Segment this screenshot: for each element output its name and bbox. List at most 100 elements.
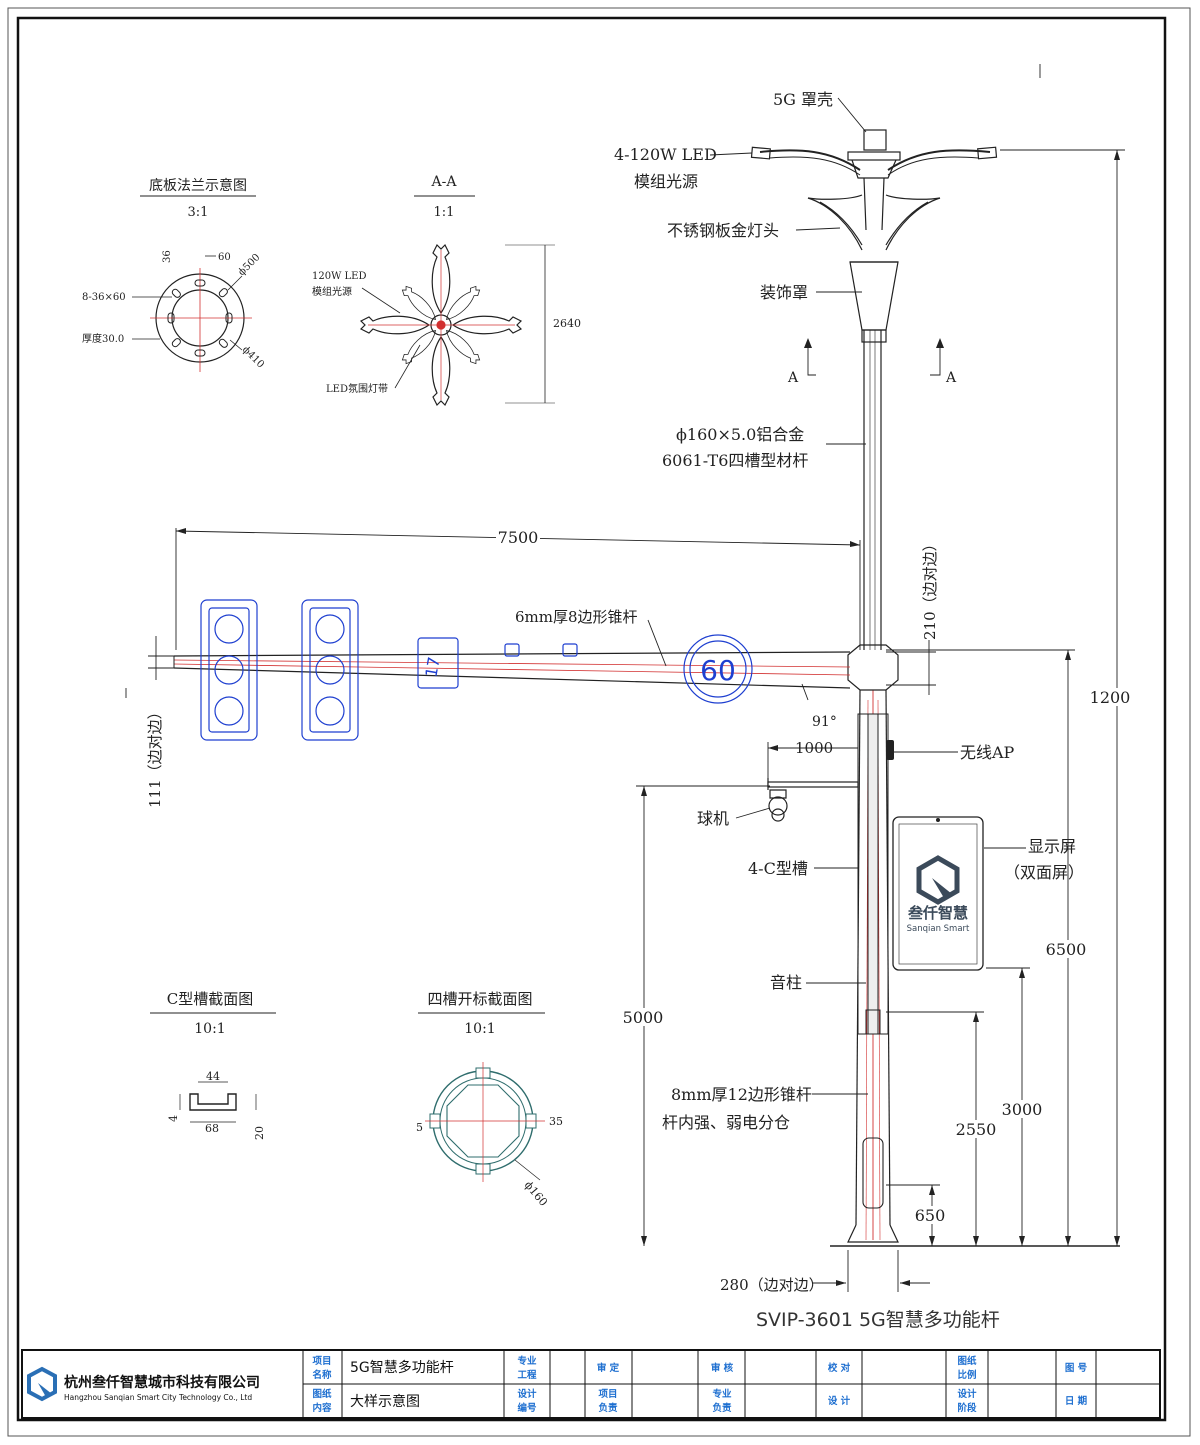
label-display-1: 显示屏	[1028, 837, 1076, 856]
proof-label: 校 对	[828, 1362, 851, 1374]
label-c-slot: 4-C型槽	[748, 859, 808, 878]
display-screen: 叁仟智慧 Sanqian Smart	[892, 816, 984, 971]
ratio-label-2: 比例	[957, 1369, 976, 1381]
label-12000: 1200	[1090, 688, 1131, 707]
company-name-cn: 杭州叁仟智慧城市科技有限公司	[64, 1374, 260, 1391]
company-logo-icon	[27, 1366, 57, 1402]
cslot-44: 44	[206, 1070, 220, 1083]
c-slot-detail: C型槽截面图 10:1 44 68 4 20	[150, 990, 276, 1140]
label-shell: 5G 罩壳	[773, 90, 833, 109]
label-6500: 6500	[1046, 940, 1087, 959]
label-led-1: 4-120W LED	[614, 145, 717, 164]
project-label-1: 项目	[312, 1356, 331, 1367]
cslot-title: C型槽截面图	[167, 990, 253, 1008]
wifi-ap	[886, 740, 958, 760]
mast-arm: 17 60	[173, 599, 851, 741]
project-label-2: 名称	[312, 1369, 332, 1381]
fourslot-5: 5	[416, 1121, 423, 1134]
flange-d500: ϕ500	[236, 252, 262, 278]
cslot-20: 20	[253, 1126, 266, 1140]
ratio-label-1: 图纸	[957, 1355, 977, 1367]
label-base-width: 280（边对边）	[720, 1276, 824, 1294]
design-no-label-1: 设计	[517, 1388, 537, 1400]
proj-resp-label-1: 项目	[598, 1389, 617, 1400]
aa-led2: 模组光源	[312, 285, 352, 298]
stage-label-1: 设计	[957, 1388, 977, 1400]
aa-led: 120W LED	[312, 271, 367, 282]
dome-camera	[767, 778, 859, 822]
label-deco-cover: 装饰罩	[760, 283, 808, 302]
label-led-2: 模组光源	[634, 172, 698, 191]
cslot-scale: 10:1	[194, 1021, 225, 1037]
label-3000: 3000	[1002, 1100, 1043, 1119]
fourslot-title: 四槽开标截面图	[427, 990, 532, 1008]
inner-border	[16, 16, 1167, 1422]
cslot-68: 68	[205, 1122, 219, 1135]
aa-title: A-A	[431, 174, 458, 190]
outer-border	[7, 7, 1191, 1437]
label-lamp-head: 不锈钢板金灯头	[667, 221, 779, 240]
company-name-en: Hangzhou Sanqian Smart City Technology C…	[64, 1393, 252, 1402]
speed-sign-value: 60	[700, 654, 736, 687]
aa-scale: 1:1	[434, 205, 455, 220]
screen-logo-icon	[916, 855, 960, 905]
proj-resp-label-2: 负责	[598, 1402, 618, 1414]
four-slot-detail: 四槽开标截面图 10:1 5 35 ϕ160	[416, 990, 563, 1209]
label-arm: 6mm厚8边形锥杆	[515, 608, 638, 626]
dimension-arrows	[176, 150, 1120, 1286]
lamp-head	[750, 129, 998, 343]
date-label: 日 期	[1065, 1395, 1087, 1407]
label-a-left: A	[787, 370, 799, 386]
flange-60: 60	[218, 252, 231, 263]
aa-strip: LED氛围灯带	[326, 382, 388, 395]
flange-d410: ϕ410	[240, 344, 266, 370]
flange-detail: 底板法兰示意图 3:1 36 60 8-36×60 厚度30.0 ϕ500 ϕ4…	[82, 177, 266, 372]
major-label-1: 专业	[517, 1355, 537, 1367]
label-7500: 7500	[498, 528, 539, 547]
design-no-label-2: 编号	[517, 1402, 537, 1414]
major-resp-label-2: 负责	[712, 1402, 732, 1414]
screen-logo-cn: 叁仟智慧	[907, 904, 968, 922]
label-wifi: 无线AP	[960, 743, 1015, 762]
label-speaker: 音柱	[770, 973, 802, 992]
flange-title: 底板法兰示意图	[149, 177, 247, 194]
major-resp-label-1: 专业	[712, 1388, 732, 1400]
label-a-right: A	[945, 370, 957, 386]
label-1000: 1000	[795, 739, 833, 757]
title-block: 杭州叁仟智慧城市科技有限公司 Hangzhou Sanqian Smart Ci…	[21, 1349, 1161, 1419]
fourslot-scale: 10:1	[464, 1021, 495, 1037]
flange-scale: 3:1	[188, 205, 209, 220]
fourslot-d160: ϕ160	[522, 1179, 550, 1209]
cslot-4: 4	[167, 1115, 180, 1122]
drawing-label-2: 内容	[312, 1402, 332, 1414]
label-2550: 2550	[956, 1120, 997, 1139]
stage-label-2: 阶段	[957, 1402, 977, 1414]
sheet-label: 图 号	[1065, 1363, 1088, 1374]
main-labels: 5G 罩壳 4-120W LED 模组光源 不锈钢板金灯头 装饰罩 A A ϕ1…	[146, 90, 1136, 1294]
project-value: 5G智慧多功能杆	[350, 1359, 454, 1376]
section-aa-detail: A-A 1:1 2640 120W LED 模组光源 LED氛围灯带	[312, 174, 581, 406]
svg-text:17: 17	[421, 655, 443, 678]
label-angle: 91°	[812, 714, 837, 730]
flange-36: 36	[162, 250, 173, 263]
label-111: 111（边对边）	[146, 704, 164, 808]
review-label: 审 核	[711, 1362, 734, 1374]
label-650: 650	[915, 1206, 946, 1225]
design-label: 设 计	[828, 1395, 851, 1407]
label-camera: 球机	[697, 809, 729, 828]
drawing-value: 大样示意图	[350, 1393, 420, 1410]
label-210: 210（边对边）	[921, 536, 939, 640]
screen-logo-en: Sanqian Smart	[907, 924, 970, 934]
label-5000: 5000	[623, 1008, 664, 1027]
label-pole-mat-2: 6061-T6四槽型材杆	[662, 451, 808, 470]
drawing-title: SVIP-3601 5G智慧多功能杆	[756, 1309, 1000, 1331]
aa-2640: 2640	[553, 317, 581, 330]
fourslot-35: 35	[549, 1115, 563, 1128]
major-label-2: 工程	[517, 1369, 537, 1381]
check-label: 审 定	[597, 1362, 620, 1374]
pole	[830, 330, 1120, 1247]
flange-holes: 8-36×60	[82, 292, 126, 303]
label-display-2: （双面屏）	[1004, 863, 1084, 882]
dimensions	[125, 64, 1125, 1292]
